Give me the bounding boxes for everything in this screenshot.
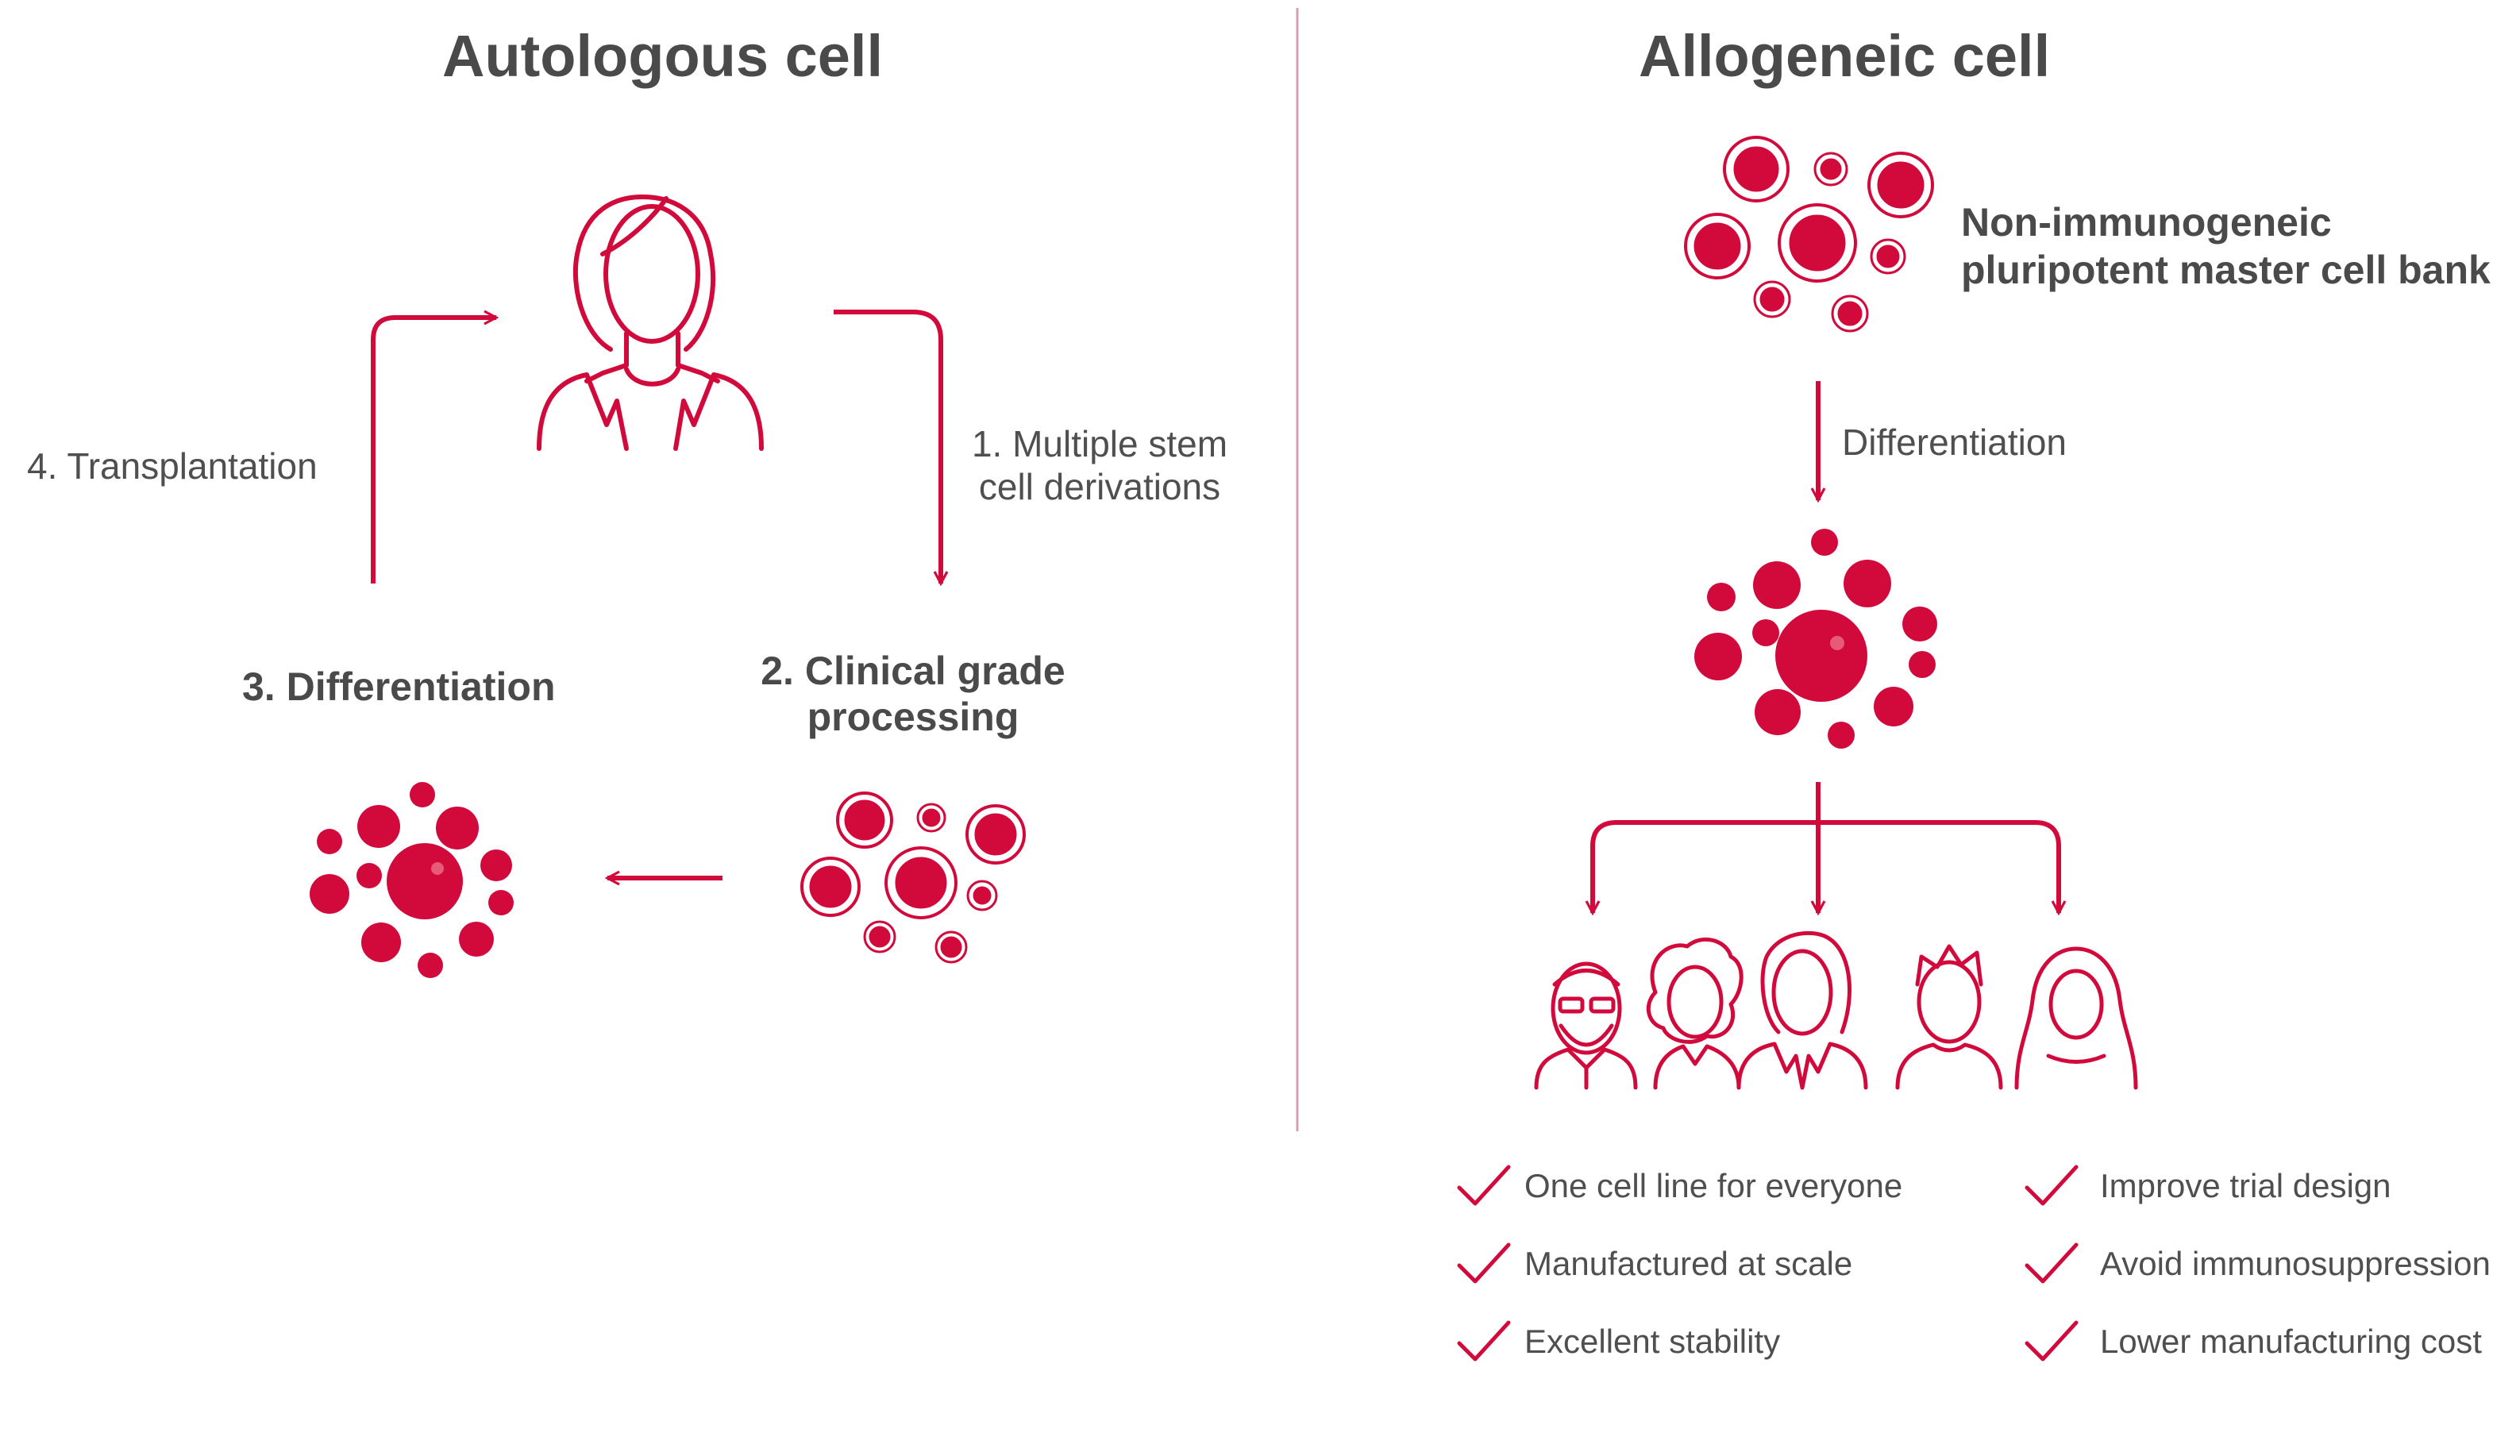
cell-bank-label: Non-immunogeneic pluripotent master cell… [1961, 198, 2491, 294]
checkmark-icon [2025, 1320, 2079, 1362]
step2-label: 2. Clinical grade processing [715, 648, 1112, 740]
people-group-icon [1534, 930, 2138, 1090]
cell-bank-icon [1684, 136, 1934, 333]
step1-line2: cell derivations [978, 466, 1221, 507]
differentiated-cells-icon [310, 782, 514, 978]
checkmark-icons [1457, 1165, 2079, 1362]
checkmark-icon [1457, 1165, 1511, 1206]
benefit-left-2: Manufactured at scale [1524, 1245, 1853, 1282]
step2-line2: processing [807, 695, 1019, 739]
step3-label: 3. Differentiation [242, 664, 556, 709]
step2-line1: 2. Clinical grade [761, 649, 1065, 693]
step4-label: 4. Transplantation [27, 445, 318, 487]
branch-arrows [1593, 782, 2059, 913]
checkmark-icon [2025, 1165, 2079, 1206]
benefit-right-3: Lower manufacturing cost [2100, 1323, 2482, 1360]
arrow-step1 [834, 310, 941, 584]
arrow-step4 [371, 318, 496, 584]
step1-line1: 1. Multiple stem [971, 423, 1228, 464]
checkmark-icon [1457, 1242, 1511, 1284]
benefit-left-3: Excellent stability [1524, 1323, 1781, 1360]
stem-cells-icon [800, 792, 1026, 964]
checkmark-icon [1457, 1320, 1511, 1362]
cell-bank-line2: pluripotent master cell bank [1961, 248, 2491, 292]
differentiated-cells-icon-allogeneic [1694, 529, 1937, 749]
checkmark-icon [2025, 1242, 2079, 1284]
benefit-right-2: Avoid immunosuppression [2100, 1245, 2491, 1282]
benefit-left-1: One cell line for everyone [1524, 1167, 1903, 1204]
cell-bank-line1: Non-immunogeneic [1961, 200, 2332, 245]
benefit-right-1: Improve trial design [2100, 1167, 2391, 1204]
step1-label: 1. Multiple stem cell derivations [945, 422, 1254, 508]
autologous-title: Autologous cell [442, 23, 883, 89]
woman-icon [537, 195, 764, 451]
allogeneic-title: Allogeneic cell [1639, 23, 2051, 89]
differentiation-label: Differentiation [1842, 422, 2067, 463]
